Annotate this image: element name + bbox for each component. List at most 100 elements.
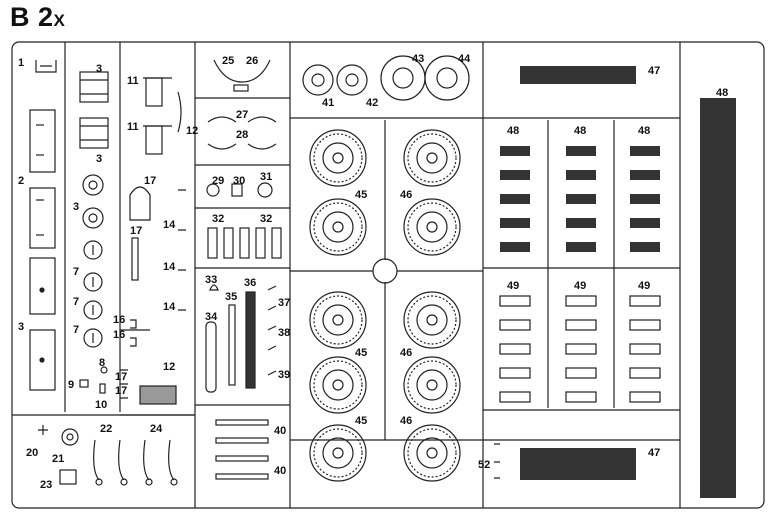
- label-p3-a: 3: [96, 63, 102, 75]
- label-p47-b: 47: [648, 447, 660, 459]
- track-link-49: [629, 391, 661, 403]
- label-p41: 41: [322, 97, 334, 109]
- sprue-number: 2: [38, 2, 54, 32]
- label-p31: 31: [260, 171, 272, 183]
- part-1: [35, 60, 57, 73]
- track-link-48: [566, 218, 596, 228]
- label-p3-b: 3: [96, 153, 102, 165]
- label-p14-a: 14: [163, 219, 176, 231]
- label-p32-a: 32: [212, 213, 224, 225]
- part-49-links: [499, 295, 661, 403]
- label-p27: 27: [236, 109, 248, 121]
- track-link-49: [565, 343, 597, 355]
- part-7-discs: [79, 240, 108, 394]
- track-link-49: [629, 295, 661, 307]
- track-link-48: [630, 146, 660, 156]
- track-link-49: [629, 319, 661, 331]
- label-p11-b: 11: [127, 121, 139, 133]
- label-p26: 26: [246, 55, 258, 67]
- label-p52: 52: [478, 459, 490, 471]
- track-link-48: [566, 242, 596, 252]
- label-p20: 20: [26, 447, 38, 459]
- track-link-48: [500, 170, 530, 180]
- label-p16-b: 16: [113, 329, 125, 341]
- label-p14-b: 14: [163, 261, 176, 273]
- label-p42: 42: [366, 97, 378, 109]
- label-p47-a: 47: [648, 65, 660, 77]
- track-link-48: [630, 218, 660, 228]
- track-link-48: [566, 146, 596, 156]
- label-p46-b: 46: [400, 347, 412, 359]
- track-link-49: [565, 295, 597, 307]
- sprue-letter: B: [10, 2, 30, 32]
- label-p40-b: 40: [274, 465, 286, 477]
- label-p16-a: 16: [113, 314, 125, 326]
- label-p12-b: 12: [163, 361, 175, 373]
- track-link-49: [499, 343, 531, 355]
- label-p9: 9: [68, 379, 74, 391]
- label-p48-b: 48: [574, 125, 586, 137]
- label-p3-d: 3: [18, 321, 24, 333]
- label-p33: 33: [205, 274, 217, 286]
- track-link-49: [565, 367, 597, 379]
- label-p8: 8: [99, 357, 105, 369]
- label-p11-a: 11: [127, 75, 139, 87]
- label-p45-b: 45: [355, 347, 367, 359]
- track-link-48: [630, 242, 660, 252]
- label-p39: 39: [278, 369, 290, 381]
- label-p17-c: 17: [115, 371, 127, 383]
- label-p25: 25: [222, 55, 234, 67]
- label-p24: 24: [150, 423, 163, 435]
- label-p30: 30: [233, 175, 245, 187]
- label-p17-b: 17: [130, 225, 142, 237]
- part-11-frames: [120, 77, 186, 405]
- track-link-49: [499, 367, 531, 379]
- label-p35: 35: [225, 291, 237, 303]
- parts-20-24: [38, 425, 178, 486]
- label-p46-c: 46: [400, 415, 412, 427]
- label-p3-c: 3: [73, 201, 79, 213]
- label-p29: 29: [212, 175, 224, 187]
- label-p46-a: 46: [400, 189, 412, 201]
- track-link-48: [500, 242, 530, 252]
- label-p10: 10: [95, 399, 107, 411]
- part-48-links: [500, 146, 660, 252]
- label-p49-b: 49: [574, 280, 586, 292]
- label-p40-a: 40: [274, 425, 286, 437]
- track-link-49: [499, 295, 531, 307]
- parts-25-31: [206, 59, 277, 198]
- label-p14-c: 14: [163, 301, 176, 313]
- label-p1: 1: [18, 57, 24, 69]
- label-p34: 34: [205, 311, 218, 323]
- label-p45-a: 45: [355, 189, 367, 201]
- label-p2: 2: [18, 175, 24, 187]
- parts-41-44-idlers: [302, 55, 470, 101]
- label-p49-a: 49: [507, 280, 519, 292]
- track-link-48: [500, 194, 530, 204]
- label-p48-a: 48: [507, 125, 519, 137]
- sprue-frame: [11, 41, 765, 509]
- label-p7-a: 7: [73, 266, 79, 278]
- track-link-49: [499, 391, 531, 403]
- road-wheels: [309, 129, 461, 482]
- part-40-springs: [215, 419, 269, 480]
- label-p7-b: 7: [73, 296, 79, 308]
- track-runs: [520, 66, 736, 498]
- track-link-49: [629, 343, 661, 355]
- track-link-48: [630, 194, 660, 204]
- label-p17-d: 17: [115, 385, 127, 397]
- track-link-48: [500, 146, 530, 156]
- label-p36: 36: [244, 277, 256, 289]
- part-3-blocks: [29, 71, 109, 391]
- label-p7-c: 7: [73, 324, 79, 336]
- label-p22: 22: [100, 423, 112, 435]
- label-p48-long: 48: [716, 87, 728, 99]
- label-p38: 38: [278, 327, 290, 339]
- label-p21: 21: [52, 453, 64, 465]
- sprue-title: B 2X: [10, 2, 65, 33]
- track-link-49: [565, 391, 597, 403]
- track-link-48: [630, 170, 660, 180]
- label-p23: 23: [40, 479, 52, 491]
- track-link-49: [629, 367, 661, 379]
